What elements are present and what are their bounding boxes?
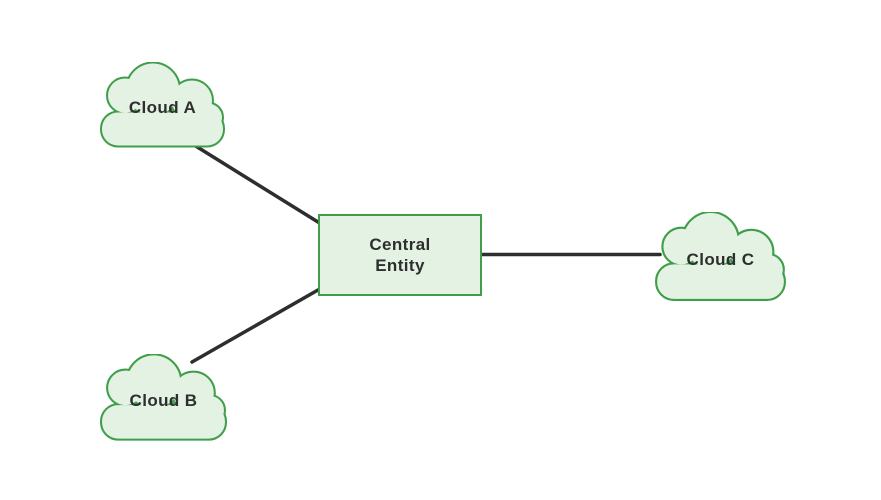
cloud-body [102, 63, 223, 146]
cloud-icon [100, 354, 227, 441]
node-cloud-b: Cloud B [100, 354, 227, 441]
cloud-body [657, 213, 784, 299]
cloud-icon [655, 212, 786, 301]
node-label-central-entity: Central Entity [369, 235, 431, 275]
node-cloud-a: Cloud A [100, 62, 225, 148]
edge-cloud-b-to-central [190, 284, 327, 364]
edge-cloud-a-to-central [184, 138, 328, 229]
cloud-icon [100, 62, 225, 148]
cloud-body [102, 355, 225, 439]
node-central-entity: Central Entity [318, 214, 482, 296]
node-cloud-c: Cloud C [654, 212, 787, 301]
